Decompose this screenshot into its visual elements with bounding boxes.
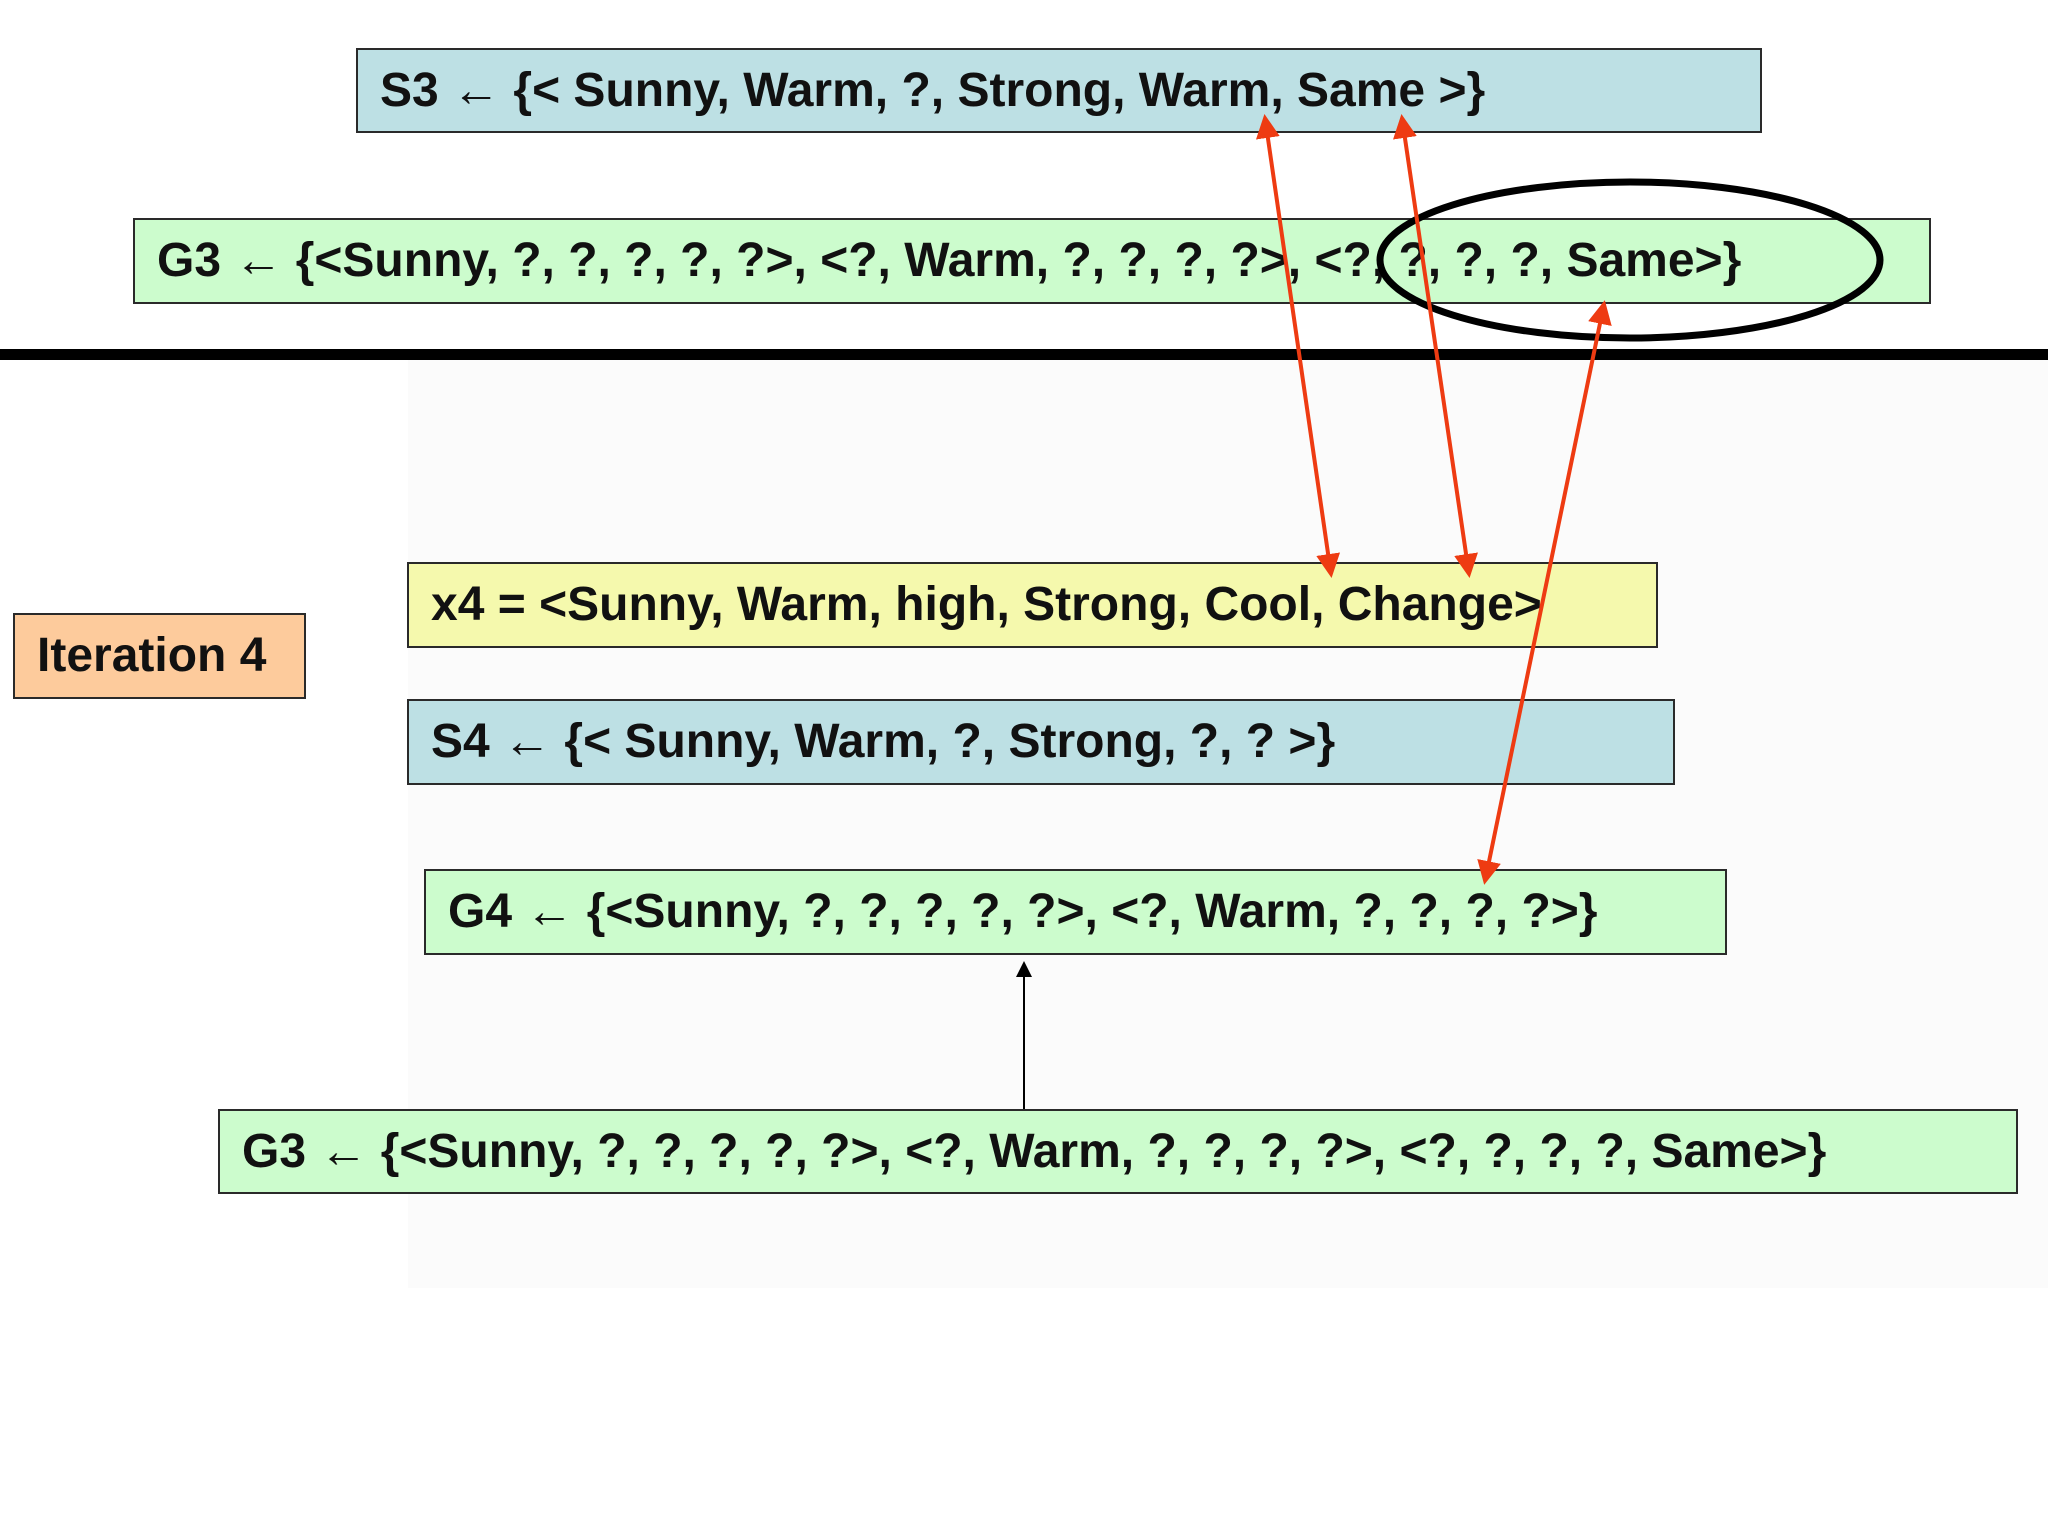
g4-general-boundary-box: G4 ← {<Sunny, ?, ?, ?, ?, ?>, <?, Warm, … — [424, 869, 1727, 955]
iteration-label-box: Iteration 4 — [13, 613, 306, 699]
g3-bottom-hypothesis-text: G3 ← {<Sunny, ?, ?, ?, ?, ?>, <?, Warm, … — [242, 1124, 1827, 1178]
section-divider — [0, 349, 2048, 360]
x4-training-example-box: x4 = <Sunny, Warm, high, Strong, Cool, C… — [407, 562, 1658, 648]
x4-example-text: x4 = <Sunny, Warm, high, Strong, Cool, C… — [431, 578, 1542, 631]
s4-hypothesis-text: S4 ← {< Sunny, Warm, ?, Strong, ?, ? >} — [431, 715, 1336, 768]
s3-specific-boundary-box: S3 ← {< Sunny, Warm, ?, Strong, Warm, Sa… — [356, 48, 1762, 133]
g4-hypothesis-text: G4 ← {<Sunny, ?, ?, ?, ?, ?>, <?, Warm, … — [448, 885, 1598, 938]
g3-top-hypothesis-text: G3 ← {<Sunny, ?, ?, ?, ?, ?>, <?, Warm, … — [157, 234, 1742, 287]
s4-specific-boundary-box: S4 ← {< Sunny, Warm, ?, Strong, ?, ? >} — [407, 699, 1675, 785]
g3-general-boundary-box-top: G3 ← {<Sunny, ?, ?, ?, ?, ?>, <?, Warm, … — [133, 218, 1931, 304]
iteration-label: Iteration 4 — [37, 629, 267, 682]
s3-hypothesis-text: S3 ← {< Sunny, Warm, ?, Strong, Warm, Sa… — [380, 63, 1486, 117]
g3-general-boundary-box-bottom: G3 ← {<Sunny, ?, ?, ?, ?, ?>, <?, Warm, … — [218, 1109, 2018, 1194]
